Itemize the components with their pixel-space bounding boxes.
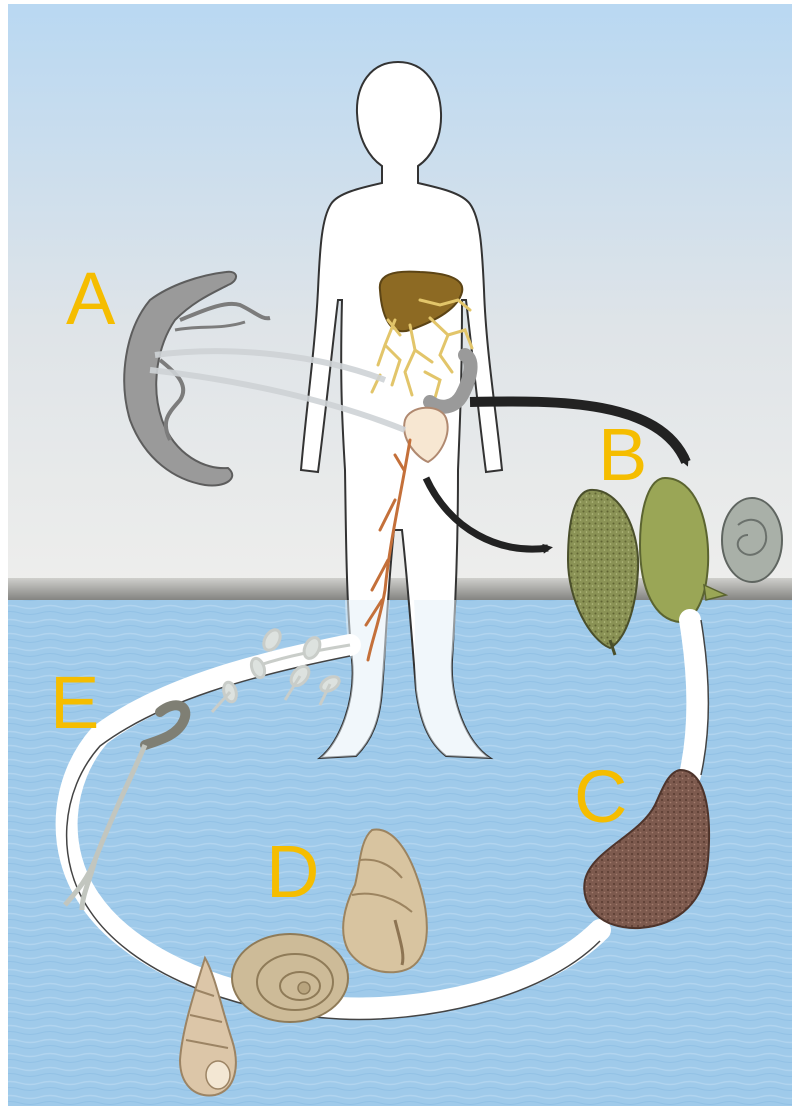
label-e: E: [50, 666, 99, 740]
egg-icon-round: [722, 498, 782, 582]
label-a: A: [66, 262, 115, 336]
label-c: C: [574, 760, 627, 834]
label-d: D: [266, 835, 319, 909]
snail-icon-planorbid: [232, 934, 348, 1022]
label-b: B: [598, 418, 647, 492]
